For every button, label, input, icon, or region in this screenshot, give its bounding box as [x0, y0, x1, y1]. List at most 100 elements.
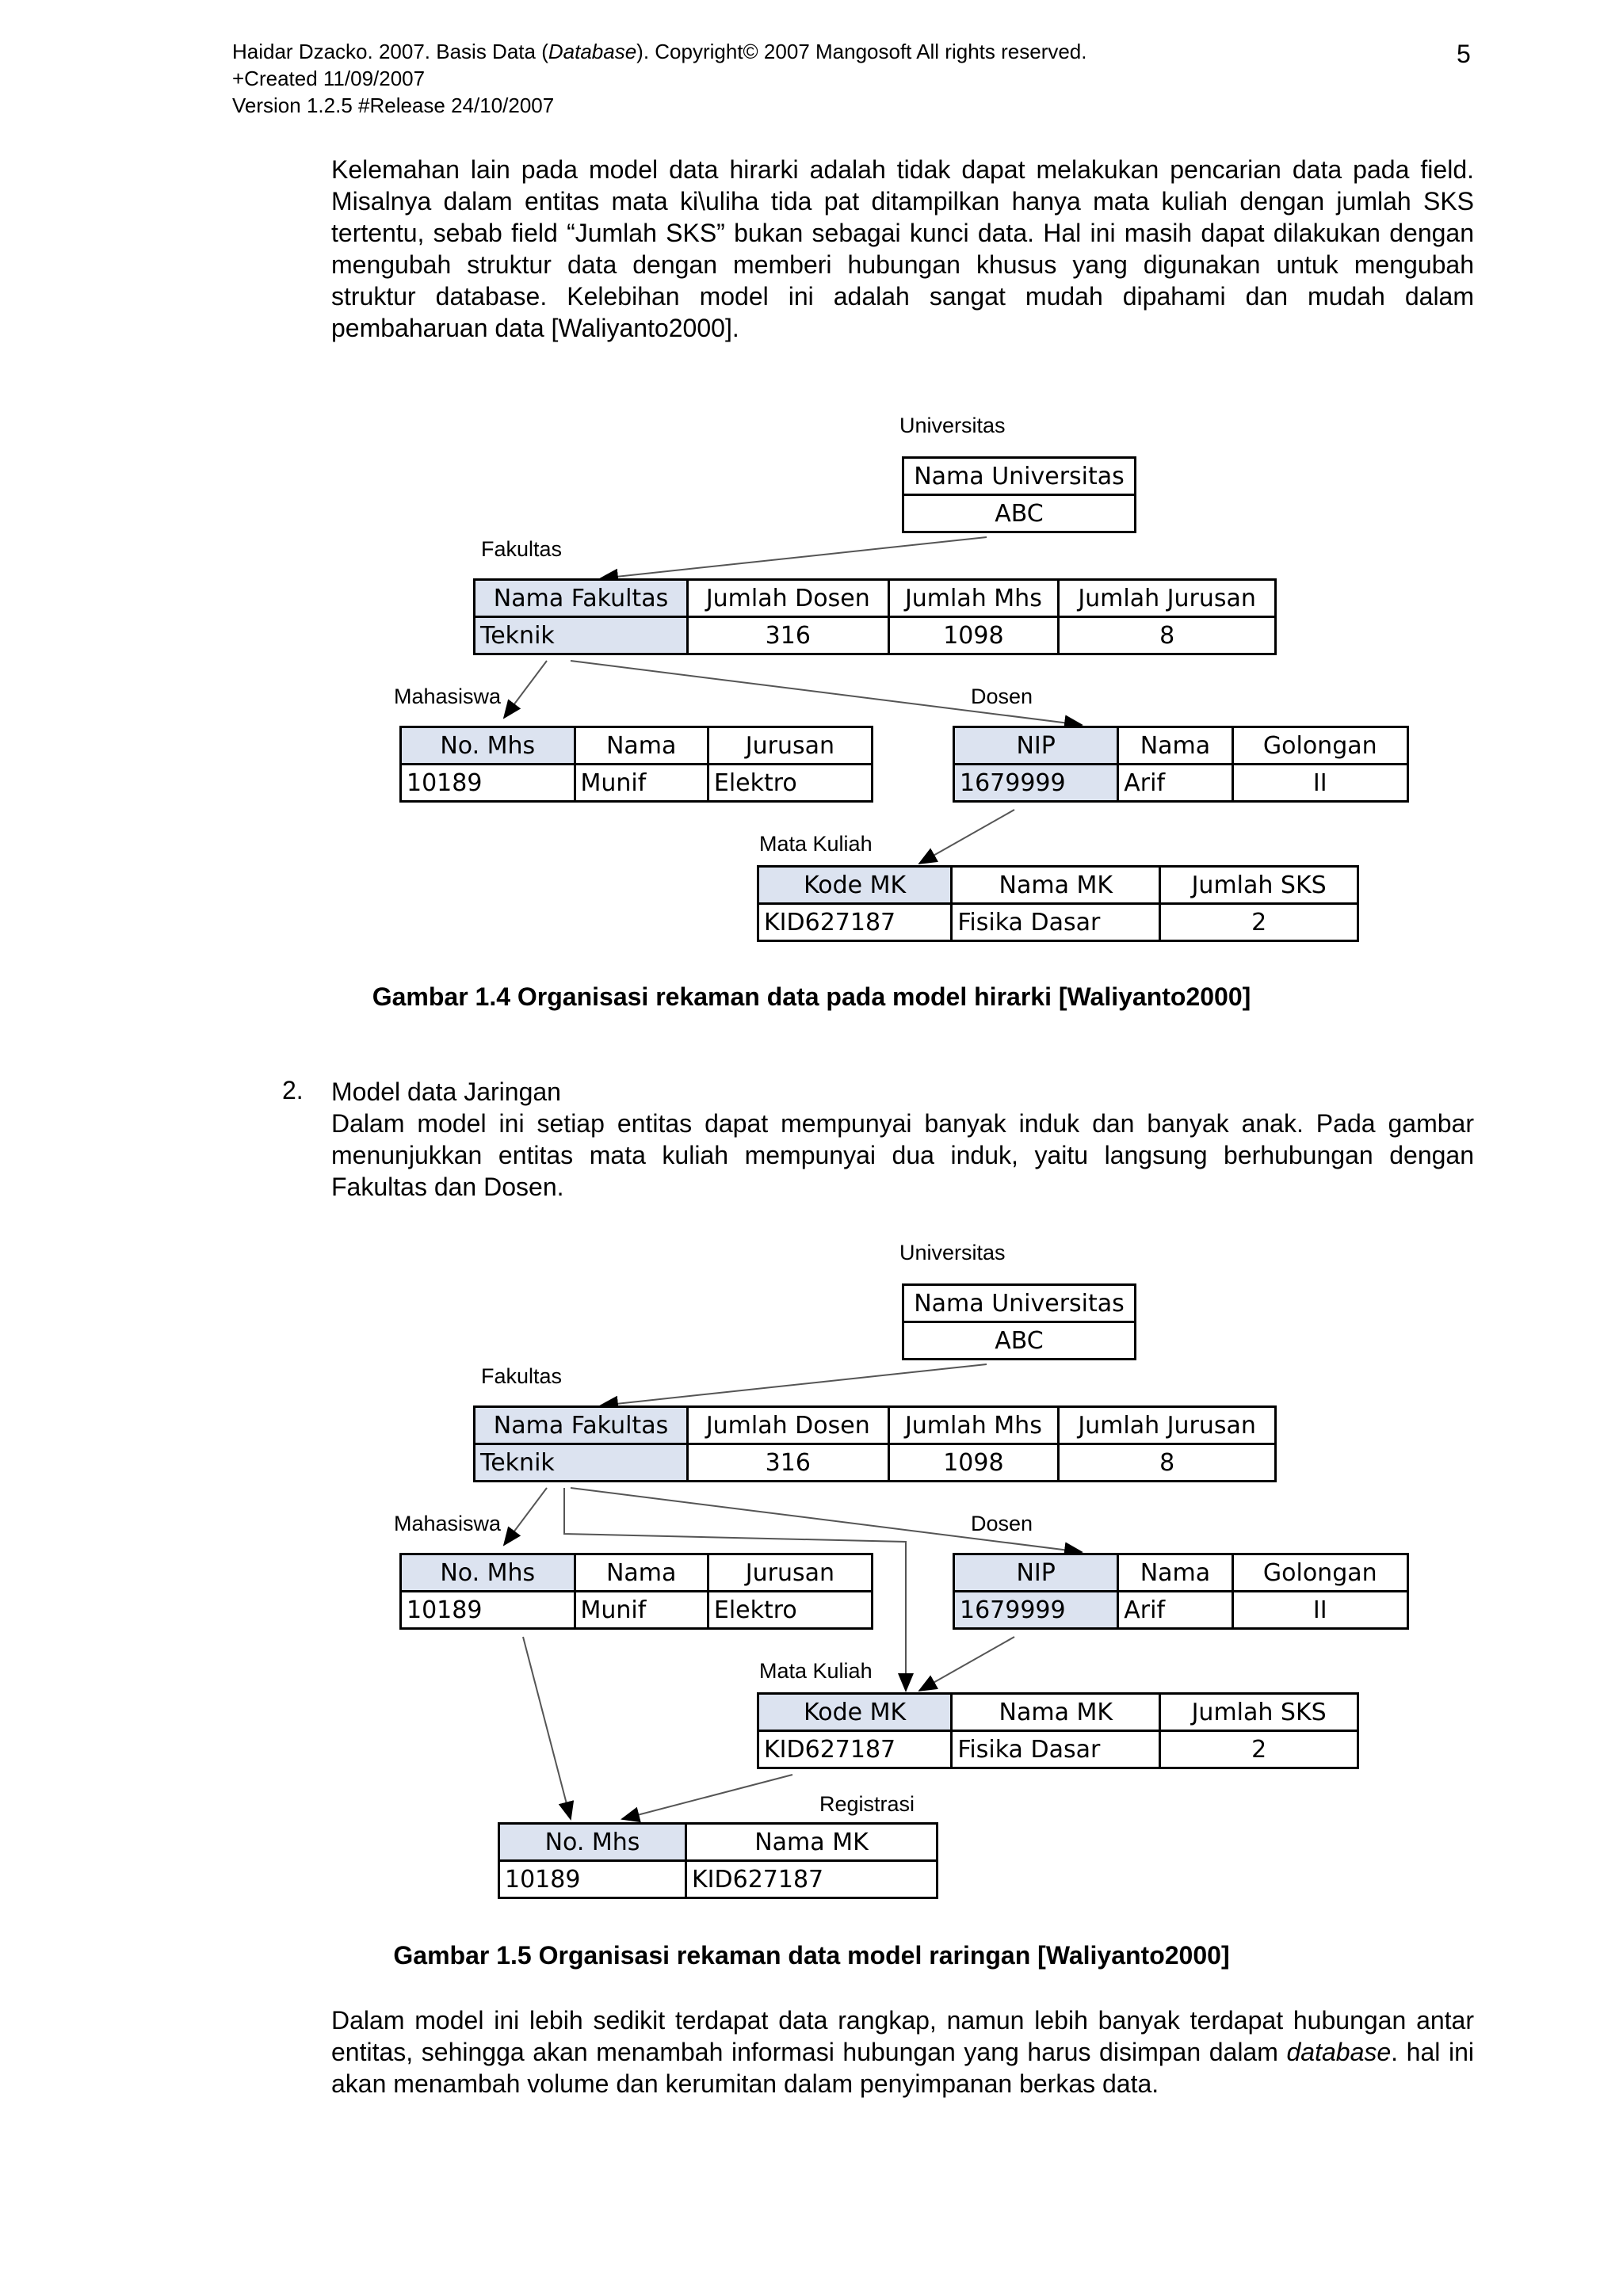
cell-header: No. Mhs [399, 726, 576, 765]
network-connectors [502, 1363, 1083, 1823]
table-dosen: NIP Nama Golongan 1679999 Arif II [952, 726, 1410, 803]
header-line-3: Version 1.2.5 #Release 24/10/2007 [232, 93, 555, 117]
cell-header: NIP [952, 726, 1120, 765]
cell-value: Elektro [706, 763, 874, 803]
cell-value: 2 [1159, 902, 1359, 942]
cell-header: Nama Fakultas [473, 1405, 689, 1445]
cell-value: 1098 [887, 616, 1060, 655]
cell-header: Jumlah Mhs [887, 578, 1060, 618]
label-fakultas: Fakultas [481, 537, 563, 561]
label-registrasi: Registrasi [819, 1792, 915, 1816]
caption-figure-1-5: Gambar 1.5 Organisasi rekaman data model… [393, 1941, 1230, 1970]
cell-header: Jumlah SKS [1159, 865, 1359, 905]
cell-header: Jumlah Mhs [887, 1405, 1060, 1445]
cell-value: Munif [573, 763, 709, 803]
label-mahasiswa: Mahasiswa [394, 685, 502, 708]
cell-header: Nama MK [950, 1692, 1162, 1732]
section-number: 2. [282, 1076, 304, 1104]
arrow-universitas-fakultas [599, 1363, 987, 1412]
cell-value: Arif [1117, 763, 1234, 803]
cell-value: 8 [1057, 616, 1277, 655]
arrow-fakultas-matakuliah [563, 1488, 914, 1692]
figure-hierarchical: Universitas Nama Universitas ABC Fakulta… [0, 0, 1623, 1030]
cell-header: Golongan [1231, 726, 1410, 765]
cell-header: Golongan [1231, 1553, 1410, 1592]
label-mata-kuliah: Mata Kuliah [759, 832, 873, 856]
cell-value: Teknik [473, 1443, 689, 1482]
table-mahasiswa: No. Mhs Nama Jurusan 10189 Munif Elektro [399, 726, 874, 803]
label-fakultas: Fakultas [481, 1364, 563, 1388]
cell-header: Jumlah Dosen [686, 578, 890, 618]
cell-header: Nama Universitas [902, 456, 1136, 496]
cell-value: 10189 [399, 1590, 576, 1630]
cell-value: II [1231, 763, 1410, 803]
cell-header: Nama [573, 726, 709, 765]
cell-header: No. Mhs [498, 1822, 687, 1862]
label-dosen: Dosen [971, 1512, 1033, 1535]
cell-header: Jumlah Jurusan [1057, 578, 1277, 618]
table-fakultas: Nama Fakultas Jumlah Dosen Jumlah Mhs Ju… [473, 1405, 1277, 1482]
paragraph-1: Kelemahan lain pada model data hirarki a… [331, 155, 1474, 342]
cell-header: Nama Universitas [902, 1283, 1136, 1323]
table-registrasi: No. Mhs Nama MK 10189 KID627187 [498, 1822, 938, 1899]
cell-header: Nama MK [685, 1822, 938, 1862]
cell-header: Jurusan [706, 726, 874, 765]
cell-header: Nama [573, 1553, 709, 1592]
cell-value: 8 [1057, 1443, 1277, 1482]
table-universitas: Nama Universitas ABC [902, 456, 1136, 533]
paragraph-closing: Dalam model ini lebih sedikit terdapat d… [331, 2006, 1475, 2098]
arrow-universitas-fakultas [599, 536, 987, 585]
page-header: Haidar Dzacko. 2007. Basis Data (Databas… [232, 38, 1087, 119]
cell-header: Kode MK [756, 1692, 953, 1732]
cell-value: Fisika Dasar [950, 902, 1162, 942]
cell-value: 1679999 [952, 763, 1120, 803]
arrow-fakultas-dosen [570, 1487, 1083, 1558]
cell-header: Nama Fakultas [473, 578, 689, 618]
cell-value: Teknik [473, 616, 689, 655]
cell-header: Nama MK [950, 865, 1162, 905]
table-mata-kuliah: Kode MK Nama MK Jumlah SKS KID627187 Fis… [756, 865, 1359, 942]
arrow-dosen-matakuliah [918, 809, 1015, 864]
cell-value: Arif [1117, 1590, 1234, 1630]
cell-header: Jurusan [706, 1553, 874, 1592]
cell-value: II [1231, 1590, 1410, 1630]
cell-header: Jumlah Jurusan [1057, 1405, 1277, 1445]
cell-header: Nama [1117, 1553, 1234, 1592]
page-number: 5 [1457, 40, 1471, 68]
cell-value: 316 [686, 1443, 890, 1482]
label-dosen: Dosen [971, 685, 1033, 708]
section-text: Dalam model ini setiap entitas dapat mem… [331, 1109, 1474, 1201]
cell-header: Jumlah SKS [1159, 1692, 1359, 1732]
table-fakultas: Nama Fakultas Jumlah Dosen Jumlah Mhs Ju… [473, 578, 1277, 655]
arrow-fakultas-mahasiswa [502, 1487, 548, 1547]
cell-value: Elektro [706, 1590, 874, 1630]
label-mata-kuliah: Mata Kuliah [759, 1659, 873, 1683]
cell-value: Fisika Dasar [950, 1730, 1162, 1769]
cell-value: 1098 [887, 1443, 1060, 1482]
hierarchy-connectors [502, 536, 1083, 864]
header-line-1: Haidar Dzacko. 2007. Basis Data (Databas… [232, 40, 1087, 63]
figure-network: Universitas Nama Universitas ABC Fakulta… [0, 827, 1623, 1936]
arrow-dosen-matakuliah [918, 1636, 1015, 1691]
cell-value: 10189 [399, 763, 576, 803]
cell-value: KID627187 [756, 1730, 953, 1769]
cell-value: KID627187 [756, 902, 953, 942]
cell-value: ABC [902, 494, 1136, 533]
arrow-matakuliah-registrasi [621, 1774, 793, 1823]
table-mata-kuliah: Kode MK Nama MK Jumlah SKS KID627187 Fis… [756, 1692, 1359, 1769]
label-mahasiswa: Mahasiswa [394, 1512, 502, 1535]
cell-header: Nama [1117, 726, 1234, 765]
arrow-fakultas-dosen [570, 660, 1083, 731]
header-line-2: +Created 11/09/2007 [232, 67, 426, 90]
table-universitas: Nama Universitas ABC [902, 1283, 1136, 1360]
cell-value: 316 [686, 616, 890, 655]
cell-value: 1679999 [952, 1590, 1120, 1630]
cell-value: 10189 [498, 1859, 687, 1899]
table-mahasiswa: No. Mhs Nama Jurusan 10189 Munif Elektro [399, 1553, 874, 1630]
caption-figure-1-4: Gambar 1.4 Organisasi rekaman data pada … [372, 982, 1251, 1011]
cell-value: Munif [573, 1590, 709, 1630]
cell-value: KID627187 [685, 1859, 938, 1899]
table-dosen: NIP Nama Golongan 1679999 Arif II [952, 1553, 1410, 1630]
arrow-fakultas-mahasiswa [502, 660, 548, 719]
cell-header: NIP [952, 1553, 1120, 1592]
